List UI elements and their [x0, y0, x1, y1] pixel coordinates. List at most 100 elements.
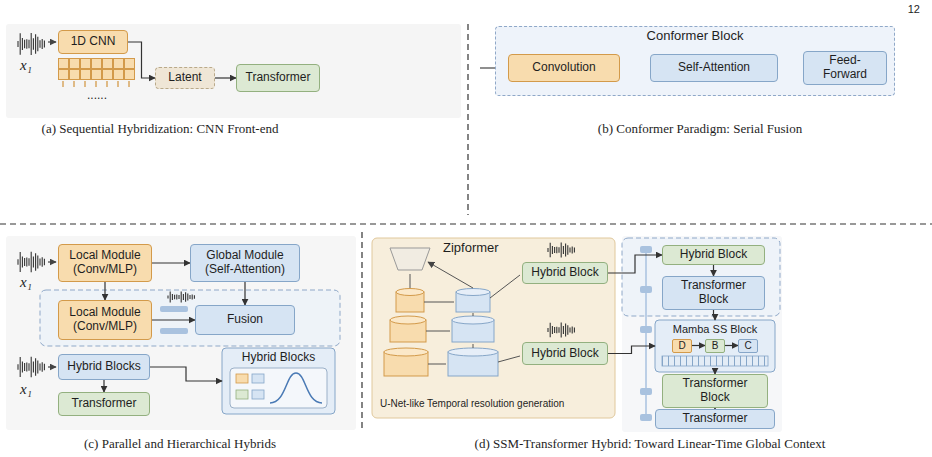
waveform-stroke — [554, 327, 555, 333]
zipformer-region: Hybrid BlockHybrid BlockZipformer — [372, 238, 615, 418]
unet-note: U-Net-like Temporal resolution generatio… — [380, 398, 564, 410]
node-text: Hybrid Block — [527, 347, 603, 361]
ssm-param: C — [738, 339, 758, 353]
conformer-block: ConvolutionSelf-AttentionFeed-ForwardCon… — [495, 26, 895, 96]
node-text: Transformer — [241, 71, 315, 85]
connector-arrow — [128, 42, 155, 78]
fusion-region — [40, 290, 340, 346]
waveform-stroke — [189, 295, 190, 299]
divider-line — [467, 24, 468, 215]
waveform-stroke — [552, 246, 553, 254]
panel-ground — [622, 236, 782, 432]
waveform-stroke — [17, 364, 18, 370]
unet-level — [390, 316, 426, 324]
connector-arrow — [608, 255, 662, 273]
waveform-stroke — [28, 258, 29, 266]
waveform-stroke — [31, 357, 32, 377]
node-text: Fusion — [200, 313, 290, 327]
waveform-stroke — [178, 295, 179, 299]
waveform-stroke — [33, 257, 34, 268]
mini-block — [236, 374, 248, 383]
waveform-stroke — [39, 40, 40, 48]
connector-arrow — [104, 282, 105, 300]
waveform-stroke — [42, 257, 43, 266]
ssm-param: D — [672, 339, 692, 353]
waveform-stroke — [24, 40, 25, 49]
mamba-ground — [655, 320, 775, 372]
unet-level — [384, 348, 428, 356]
cnn-box: 1D CNN — [58, 30, 128, 54]
waveform-stroke — [22, 257, 23, 268]
connector-arrow — [714, 310, 716, 320]
mini-block — [236, 390, 248, 399]
waveform-stroke — [556, 327, 557, 333]
subfigure-caption: (b) Conformer Paradigm: Serial Fusion — [598, 121, 802, 137]
waveform-stroke — [170, 292, 171, 303]
waveform-stroke — [37, 255, 38, 268]
waveform-stroke — [176, 295, 177, 300]
waveform-stroke — [561, 243, 562, 258]
connector-arrow — [608, 346, 655, 354]
transformer-block: Transformer Block — [662, 276, 765, 310]
hybrid-blocks-box: Hybrid Blocks — [58, 354, 150, 380]
waveform-stroke — [567, 245, 568, 255]
node-text: Hybrid Block — [667, 248, 760, 262]
hybrid-block: Hybrid Block — [522, 262, 608, 284]
connector-arrow — [103, 380, 104, 392]
subfigure-caption: (a) Sequential Hybridization: CNN Front-… — [42, 121, 279, 137]
waveform-stroke — [39, 364, 40, 371]
connector-arrow — [692, 345, 705, 346]
transformer-block: Transformer Block — [662, 374, 768, 408]
ssm-param: B — [705, 339, 725, 353]
local-module: Local Module (Conv/MLP) — [58, 300, 152, 340]
waveform-stroke — [174, 295, 175, 299]
waveform-stroke — [185, 292, 186, 302]
zipformer-ground — [372, 238, 615, 418]
ellipsis: ...... — [87, 88, 107, 102]
waveform-stroke — [26, 363, 27, 372]
waveform-stroke — [572, 327, 573, 334]
connector-arrow — [244, 282, 245, 305]
waveform-stroke — [35, 253, 36, 271]
transformer-box: Transformer — [58, 392, 150, 416]
waveform-stroke — [194, 295, 195, 299]
node-text: Hybrid Block — [527, 266, 603, 280]
node-text: Transformer — [660, 412, 770, 426]
node-text: Global Module (Self-Attention) — [195, 249, 295, 277]
hybrid-block: Hybrid Block — [662, 245, 765, 265]
waveform-stroke — [33, 38, 34, 50]
waveform-stroke — [42, 362, 43, 371]
waveform-stroke — [42, 39, 43, 49]
waveform-stroke — [558, 327, 559, 333]
waveform-stroke — [569, 247, 570, 252]
connector-arrow — [152, 262, 190, 263]
connector-arrow — [725, 345, 738, 346]
waveform-stroke — [567, 325, 568, 335]
unet-top — [390, 248, 430, 270]
input-symbol: x₁ — [20, 56, 32, 74]
bell-curve — [270, 373, 322, 403]
unet-link — [490, 275, 520, 362]
divider-line — [0, 223, 932, 224]
connector-arrow — [713, 265, 714, 276]
subfigure-caption: (d) SSM-Transformer Hybrid: Toward Linea… — [475, 436, 826, 452]
frame-ticks — [63, 81, 129, 87]
state-strip — [662, 356, 768, 366]
waveform-stroke — [552, 326, 553, 334]
mini-block — [252, 390, 264, 399]
node-text: B — [707, 340, 723, 352]
waveform-stroke — [547, 248, 548, 252]
input-arrow — [48, 41, 56, 42]
latent-box: Latent — [155, 67, 215, 89]
waveform-stroke — [569, 327, 570, 332]
waveform-stroke — [22, 38, 23, 50]
waveform-stroke — [20, 357, 21, 377]
panel-ground — [6, 236, 356, 430]
waveform-stroke — [167, 296, 168, 299]
input-arrow — [48, 366, 56, 367]
convolution-box: Convolution — [508, 54, 620, 82]
waveform-stroke — [20, 252, 21, 272]
waveform-stroke — [17, 259, 18, 265]
waveform-stroke — [554, 247, 555, 253]
mamba-block: DBCMamba SS Block — [655, 320, 775, 372]
